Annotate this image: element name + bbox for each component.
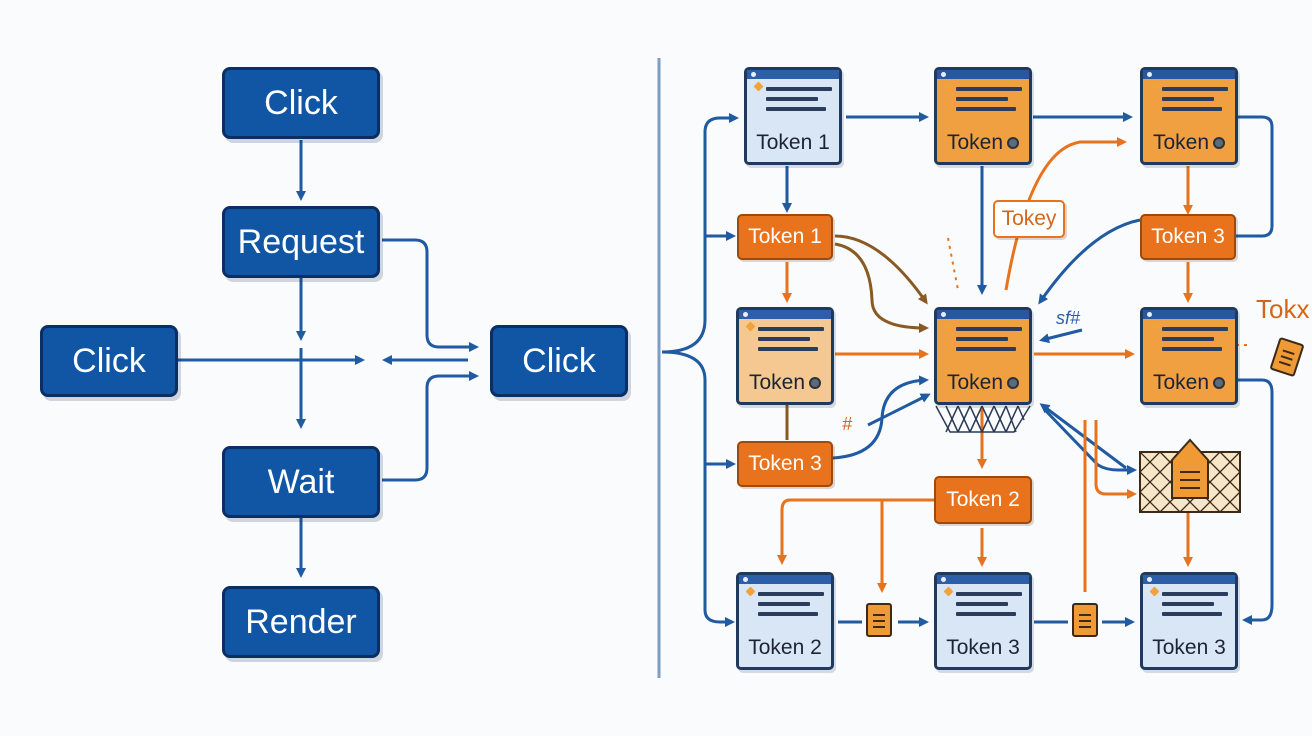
click-label-right: Click — [522, 341, 596, 380]
edge-main-bus-top — [661, 113, 739, 354]
edge-t2-left — [777, 498, 934, 565]
hash-note: # — [842, 414, 853, 434]
token3-tag-left[interactable]: Token 3 — [737, 441, 833, 487]
edge-hash-center — [867, 393, 931, 427]
mini-doc-icon-a — [866, 603, 892, 637]
edge-w13-right — [1232, 115, 1274, 238]
window-r1c3[interactable]: Token — [1140, 67, 1238, 165]
window-titlebar — [1143, 70, 1235, 79]
edge-main-bus-bottom — [661, 350, 735, 627]
doc-lines-icon — [943, 321, 1022, 375]
window-r2c1-label: Token — [748, 371, 806, 394]
render-box[interactable]: Render — [222, 586, 380, 658]
status-dot-icon — [1213, 377, 1226, 389]
doc-lines-icon — [745, 321, 824, 375]
doc-lines-icon — [943, 81, 1022, 135]
window-titlebar — [937, 310, 1029, 319]
window-r1c3-label: Token — [1152, 131, 1210, 154]
tokx-edge-label: Tokx — [1256, 294, 1310, 324]
window-r1c2-label: Token — [946, 131, 1004, 154]
status-dot-icon — [1007, 137, 1020, 149]
wait-box[interactable]: Wait — [222, 446, 380, 518]
click-box-top[interactable]: Click — [222, 67, 380, 139]
window-r2c3-label: Token — [1152, 371, 1210, 394]
window-titlebar — [937, 575, 1029, 584]
status-dot-icon — [809, 377, 822, 389]
request-box[interactable]: Request — [222, 206, 380, 278]
click-label-left: Click — [72, 341, 146, 380]
status-dot-icon — [1213, 137, 1226, 149]
edge-t1-center-a — [834, 234, 928, 305]
doc-lines-icon — [1149, 586, 1228, 640]
hint-dots-a — [947, 237, 959, 291]
edge-sf-center — [1039, 328, 1083, 344]
window-center[interactable]: Token — [934, 307, 1032, 405]
window-titlebar — [937, 70, 1029, 79]
window-r1c2[interactable]: Token — [934, 67, 1032, 165]
arrow-request-loop — [382, 238, 479, 352]
token2-tag-label: Token 2 — [946, 488, 1020, 511]
token1-tag-label: Token 1 — [748, 225, 822, 248]
edge-t1-center-b — [834, 242, 929, 333]
click-box-right[interactable]: Click — [490, 325, 628, 397]
net-box-right — [1139, 438, 1241, 513]
window-titlebar — [739, 310, 831, 319]
token3-tag-right-label: Token 3 — [1151, 225, 1225, 248]
window-titlebar — [1143, 575, 1235, 584]
edge-right-loop — [1094, 420, 1137, 499]
doc-lines-icon — [1149, 81, 1228, 135]
wait-label: Wait — [267, 462, 335, 501]
window-r3c1-label: Token 2 — [748, 636, 822, 659]
doc-lines-icon — [745, 586, 824, 640]
token1-tag[interactable]: Token 1 — [737, 214, 833, 260]
net-under-center — [935, 405, 1031, 433]
window-center-label: Token — [946, 371, 1004, 394]
mini-doc-icon-b — [1072, 603, 1098, 637]
window-r1c1[interactable]: Token 1 — [744, 67, 842, 165]
edge-diag-net — [1043, 408, 1137, 475]
window-r3c2[interactable]: Token 3 — [934, 572, 1032, 670]
window-r2c3[interactable]: Token — [1140, 307, 1238, 405]
window-r3c1[interactable]: Token 2 — [736, 572, 834, 670]
window-titlebar — [747, 70, 839, 79]
token3-tag-right[interactable]: Token 3 — [1140, 214, 1236, 260]
window-r3c3-label: Token 3 — [1152, 636, 1226, 659]
window-r1c1-label: Token 1 — [756, 131, 830, 154]
token2-tag[interactable]: Token 2 — [934, 476, 1032, 524]
token3-tag-left-label: Token 3 — [748, 452, 822, 475]
edge-t3-center — [1038, 218, 1141, 305]
render-label: Render — [245, 602, 357, 641]
edge-right-bus — [1238, 378, 1274, 625]
window-r3c2-label: Token 3 — [946, 636, 1020, 659]
doc-lines-icon — [943, 586, 1022, 640]
click-label-top: Click — [264, 83, 338, 122]
window-r2c1[interactable]: Token — [736, 307, 834, 405]
doc-lines-icon — [1149, 321, 1228, 375]
status-dot-icon — [1007, 377, 1020, 389]
arrow-wait-loop — [382, 371, 479, 482]
doc-lines-icon — [753, 81, 832, 135]
window-titlebar — [1143, 310, 1235, 319]
tokey-tag-label: Tokey — [1001, 207, 1057, 230]
tokey-tag[interactable]: Tokey — [993, 200, 1065, 238]
sf-note: sf# — [1056, 308, 1081, 328]
click-box-left[interactable]: Click — [40, 325, 178, 397]
window-r3c3[interactable]: Token 3 — [1140, 572, 1238, 670]
window-titlebar — [739, 575, 831, 584]
edge-tokey-up — [1004, 137, 1127, 291]
request-label: Request — [237, 222, 365, 261]
